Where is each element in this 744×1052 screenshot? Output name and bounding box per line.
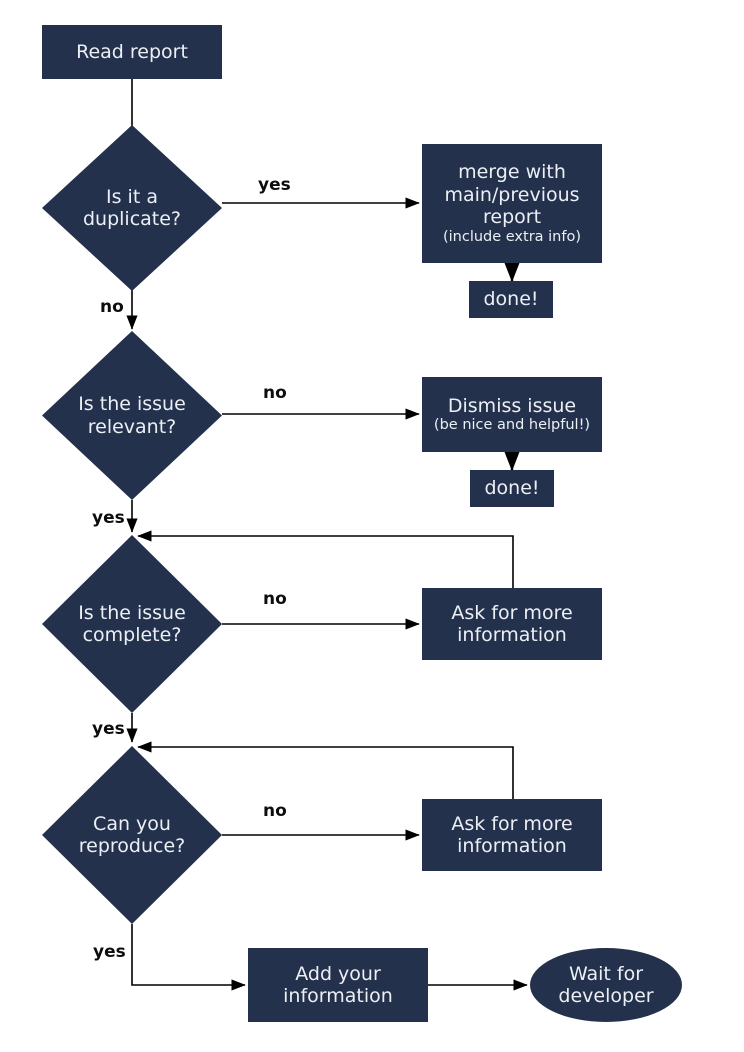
node-ask-more-2-line1: Ask for more (451, 812, 573, 835)
node-merge-line2: main/previous (444, 183, 580, 206)
node-dismiss-line1: Dismiss issue (447, 394, 577, 417)
node-done-1-label: done! (483, 288, 539, 311)
node-is-relevant-line1: Is the issue (78, 393, 186, 416)
node-merge-line4: (include extra info) (442, 228, 582, 245)
node-is-complete-label: Is the issue complete? (42, 602, 222, 647)
node-add-information[interactable]: Add your information (248, 948, 428, 1022)
node-done-1[interactable]: done! (469, 281, 553, 318)
node-done-2[interactable]: done! (470, 470, 554, 507)
edge-label-complete-no: no (263, 589, 287, 609)
node-is-duplicate-line1: Is it a (106, 185, 158, 208)
node-is-relevant-line2: relevant? (87, 415, 177, 438)
edge-label-complete-yes: yes (92, 719, 125, 739)
node-read-report[interactable]: Read report (42, 25, 222, 79)
edge-label-relevant-no: no (263, 383, 287, 403)
edge-reproduce-yes (131, 924, 246, 991)
node-add-info-line2: information (283, 985, 393, 1007)
node-can-reproduce[interactable]: Can you reproduce? (42, 746, 222, 924)
node-is-duplicate[interactable]: Is it a duplicate? (42, 125, 222, 291)
edge-label-reproduce-yes: yes (93, 942, 126, 962)
node-is-relevant[interactable]: Is the issue relevant? (42, 331, 222, 500)
node-done-2-label: done! (484, 477, 540, 500)
edge-label-reproduce-no: no (263, 801, 287, 821)
node-merge-report[interactable]: merge with main/previous report (include… (422, 144, 602, 263)
edge-label-duplicate-no: no (100, 297, 124, 317)
node-dismiss-line2: (be nice and helpful!) (433, 417, 591, 434)
node-dismiss-issue[interactable]: Dismiss issue (be nice and helpful!) (422, 377, 602, 452)
node-read-report-label: Read report (76, 40, 188, 63)
node-merge-line1: merge with (458, 161, 566, 184)
node-can-reproduce-label: Can you reproduce? (42, 813, 222, 858)
node-is-relevant-label: Is the issue relevant? (42, 393, 222, 438)
node-ask-more-1-line2: information (457, 624, 567, 646)
node-is-complete-line2: complete? (82, 624, 182, 646)
node-can-reproduce-line1: Can you (93, 812, 171, 835)
edge-label-relevant-yes: yes (92, 508, 125, 528)
node-is-duplicate-line2: duplicate? (82, 208, 182, 230)
node-is-duplicate-label: Is it a duplicate? (42, 186, 222, 231)
node-ask-more-1-line1: Ask for more (451, 601, 573, 624)
node-wait-dev-line2: developer (558, 985, 654, 1007)
node-is-complete[interactable]: Is the issue complete? (42, 535, 222, 713)
node-merge-line3: report (482, 206, 542, 229)
node-add-info-line1: Add your (295, 962, 381, 985)
node-wait-developer[interactable]: Wait for developer (530, 948, 682, 1022)
edge-label-duplicate-yes: yes (258, 175, 291, 195)
node-ask-more-1[interactable]: Ask for more information (422, 588, 602, 660)
node-can-reproduce-line2: reproduce? (78, 835, 186, 857)
node-ask-more-2[interactable]: Ask for more information (422, 799, 602, 871)
node-is-complete-line1: Is the issue (78, 601, 186, 624)
node-wait-dev-line1: Wait for (568, 962, 644, 985)
node-ask-more-2-line2: information (457, 835, 567, 857)
